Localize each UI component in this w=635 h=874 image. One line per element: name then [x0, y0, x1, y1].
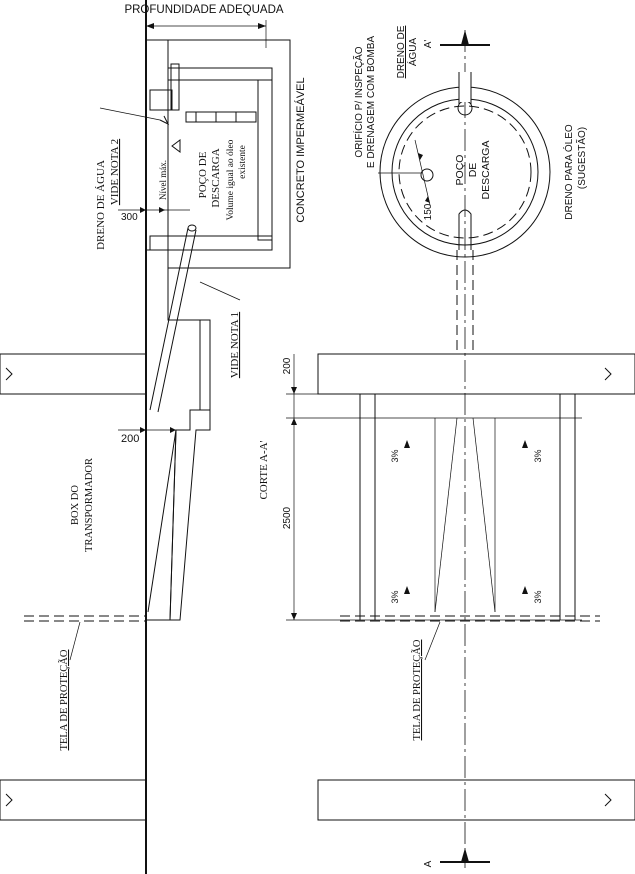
label-profundidade: PROFUNDIDADE ADEQUADA: [124, 4, 283, 16]
leader-tela-right: [424, 621, 441, 661]
water-drain-pipe: [170, 63, 180, 111]
plan-dimensions: [286, 354, 582, 621]
label-dim-200-left: 200: [121, 433, 139, 445]
label-volume-2: existente: [238, 145, 248, 179]
transformer-wall-lower-left: [0, 779, 147, 821]
label-dreno-de-2: ÁGUA: [406, 38, 419, 67]
label-dim-2500: 2500: [282, 506, 293, 529]
label-slope-tl: 3%: [390, 449, 400, 462]
label-section-a-bottom: A: [423, 860, 434, 867]
well-top-wall: [167, 67, 273, 81]
label-dreno-oleo-2: (SUGESTÃO): [575, 127, 588, 189]
well-bottom-wall: [149, 235, 273, 251]
well-plan: [379, 72, 551, 258]
section-arrow-bottom: [440, 848, 490, 863]
label-poco-1: POÇO DE: [197, 151, 209, 198]
well-cover: [185, 111, 257, 123]
inspection-hole: [420, 168, 434, 182]
label-corte: CORTE A-A': [258, 440, 270, 499]
transformer-wall-lower-right: [317, 779, 635, 821]
label-dim-300: 300: [121, 212, 138, 223]
label-orificio-2: E DRENAGEM COM BOMBA: [366, 36, 377, 169]
label-orificio-1: ORIFÍCIO P/ INSPEÇÃO: [352, 46, 365, 157]
oil-drain-inlet: [458, 209, 472, 250]
dim-150-line: [414, 139, 431, 206]
slope-arrows: [404, 440, 528, 594]
earth-hatch-lower: [169, 409, 211, 621]
transformer-wall-upper-right: [317, 353, 635, 395]
label-tela-right: TELA DE PROTEÇÃO: [411, 639, 423, 740]
leader-tela-left: [69, 621, 81, 661]
well-right-wall: [257, 79, 273, 241]
dim-300: [118, 207, 165, 213]
earth-hatch-side: [199, 319, 211, 411]
label-slope-bl: 3%: [390, 590, 400, 603]
concrete-wedge-lower: [145, 249, 201, 621]
label-box-2: TRANSPORMADOR: [84, 458, 95, 552]
concrete-strip-upper: [145, 39, 169, 251]
section-arrow-top: [440, 30, 490, 46]
label-dreno-agua-left: DRENO DE ÁGUA: [95, 160, 107, 250]
transformer-wall-upper-left: [0, 353, 147, 395]
label-poco-r-2: DE: [467, 163, 479, 178]
drain-block: [149, 89, 173, 111]
label-concreto: CONCRETO IMPERMEÁVEL: [294, 77, 307, 222]
label-vide-nota-1: VIDE NOTA 1: [229, 312, 241, 378]
leader-water-drain: [99, 107, 161, 121]
label-slope-tr: 3%: [533, 449, 543, 462]
label-volume-1: Volume igual ao óleo: [226, 139, 236, 220]
slope-line: [147, 429, 177, 613]
pit-plan: [340, 394, 600, 622]
dim-200-left: [118, 427, 176, 433]
depth-dimension: [145, 20, 267, 48]
label-dreno-oleo-1: DRENO PARA ÓLEO: [562, 124, 575, 220]
leader-nota-1: [199, 281, 241, 301]
label-poco-2: DESCARGA: [210, 148, 222, 207]
label-poco-r-3: DESCARGA: [480, 141, 492, 200]
label-nivel-max: Nível máx.: [158, 160, 168, 200]
label-box-1: BOX DO: [70, 485, 81, 525]
label-tela-left: TELA DE PROTEÇÃO: [58, 649, 70, 750]
label-section-a-top: A': [423, 40, 434, 49]
label-dreno-de-1: DRENO DE: [396, 25, 407, 78]
oil-drain-pipe: [149, 224, 197, 413]
label-dim-150: 150: [423, 203, 434, 220]
drain-hook: [159, 115, 170, 126]
label-poco-r-1: POÇO: [454, 155, 466, 186]
water-level-marker: [162, 139, 190, 211]
label-vide-nota-2: VIDE NOTA 2: [109, 139, 121, 205]
label-slope-br: 3%: [533, 590, 543, 603]
label-dim-200-right: 200: [282, 357, 293, 374]
